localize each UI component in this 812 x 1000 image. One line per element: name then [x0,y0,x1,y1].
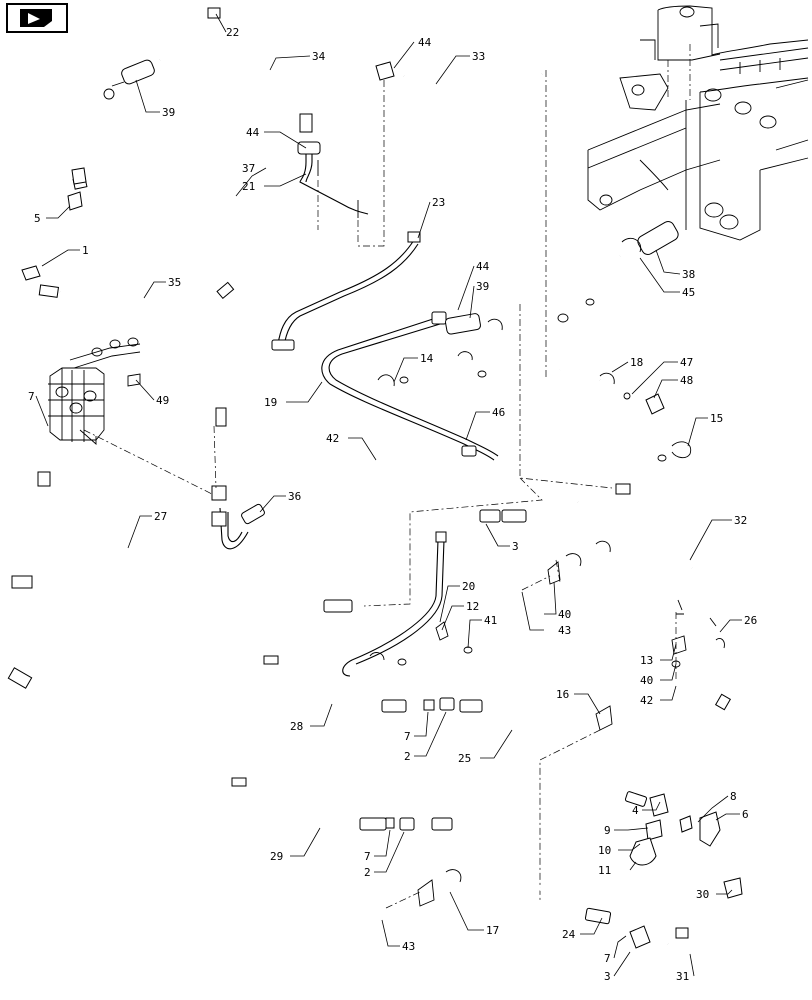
hose-39 [103,59,155,100]
callout-20: 20 [462,580,475,593]
callout-28: 28 [290,720,303,733]
callout-18: 18 [630,356,643,369]
hose-33 [358,61,547,380]
callout-15: 15 [710,412,723,425]
hose-24 [385,817,612,925]
tube-23 [271,231,421,351]
back-arrow-icon[interactable] [6,3,68,33]
callout-26: 26 [744,614,757,627]
callout-3: 3 [512,540,519,553]
callout-13: 13 [640,654,653,667]
callout-7: 7 [604,952,611,965]
hose-31 [629,925,716,961]
callout-39: 39 [476,280,489,293]
callout-44: 44 [246,126,260,139]
callout-22: 22 [226,26,239,39]
callout-8: 8 [730,790,737,803]
callout-1: 1 [82,244,89,257]
callout-12: 12 [466,600,479,613]
callout-labels: 22 34 44 33 39 44 37 21 5 1 35 23 44 39 … [28,26,757,983]
callout-44: 44 [418,36,432,49]
tube-21 [297,141,369,244]
hose-34 [205,19,313,133]
hose-25 [423,697,648,807]
callout-42: 42 [326,432,339,445]
callout-46: 46 [492,406,505,419]
callout-29: 29 [270,850,283,863]
fittings-1-5 [21,167,87,281]
callout-7: 7 [404,730,411,743]
callout-2: 2 [364,866,371,879]
callout-3: 3 [604,970,611,983]
clamps-40-43 [521,540,725,680]
centerline-right [363,304,613,607]
callout-42: 42 [640,694,653,707]
control-valve-block [48,337,141,445]
callout-41: 41 [484,614,497,627]
callout-21: 21 [242,180,255,193]
clamp-15 [657,441,692,462]
callout-37: 37 [242,162,255,175]
hose-27 [37,471,353,613]
callout-25: 25 [458,752,471,765]
hose-32 [576,497,697,570]
callout-23: 23 [432,196,445,209]
callout-43: 43 [558,624,571,637]
hose-26 [479,509,734,711]
callout-47: 47 [680,356,693,369]
hose-37 [72,176,249,300]
hose-29 [7,667,387,831]
fitting-36 [83,425,265,550]
tube-20 [342,531,473,677]
hose-28 [11,575,407,713]
callout-19: 19 [264,396,277,409]
callout-38: 38 [682,268,695,281]
callout-32: 32 [734,514,747,527]
clamps-14-39-44 [377,313,503,387]
callout-48: 48 [680,374,693,387]
callout-2: 2 [404,750,411,763]
callout-30: 30 [696,888,709,901]
callout-16: 16 [556,688,569,701]
callout-9: 9 [604,824,611,837]
callout-43: 43 [402,940,415,953]
callout-40: 40 [558,608,571,621]
hose-22 [159,7,221,62]
callout-11: 11 [598,864,611,877]
callout-34: 34 [312,50,326,63]
callout-6: 6 [742,808,749,821]
elbow-6 [679,811,762,899]
hose-18 [559,251,634,495]
fittings-47-48 [599,372,665,415]
callout-49: 49 [156,394,169,407]
bracket-16 [539,705,613,900]
callout-7: 7 [364,850,371,863]
callout-31: 31 [676,970,689,983]
tube-19 [321,311,499,461]
bracket-17 [385,869,462,909]
clamp-38-45 [557,221,679,323]
callout-45: 45 [682,286,695,299]
callout-7: 7 [28,390,35,403]
callout-40: 40 [640,674,653,687]
callout-14: 14 [420,352,434,365]
callout-39: 39 [162,106,175,119]
callout-17: 17 [486,924,499,937]
callout-36: 36 [288,490,301,503]
callout-10: 10 [598,844,611,857]
callout-4: 4 [632,804,639,817]
tractor-frame [587,5,809,241]
callout-35: 35 [168,276,181,289]
hose-35 [38,284,227,427]
callout-5: 5 [34,212,41,225]
callout-24: 24 [562,928,576,941]
callout-27: 27 [154,510,167,523]
tee-fitting-4 [629,793,669,866]
leader-lines [35,13,742,977]
callout-33: 33 [472,50,485,63]
callout-44: 44 [476,260,490,273]
